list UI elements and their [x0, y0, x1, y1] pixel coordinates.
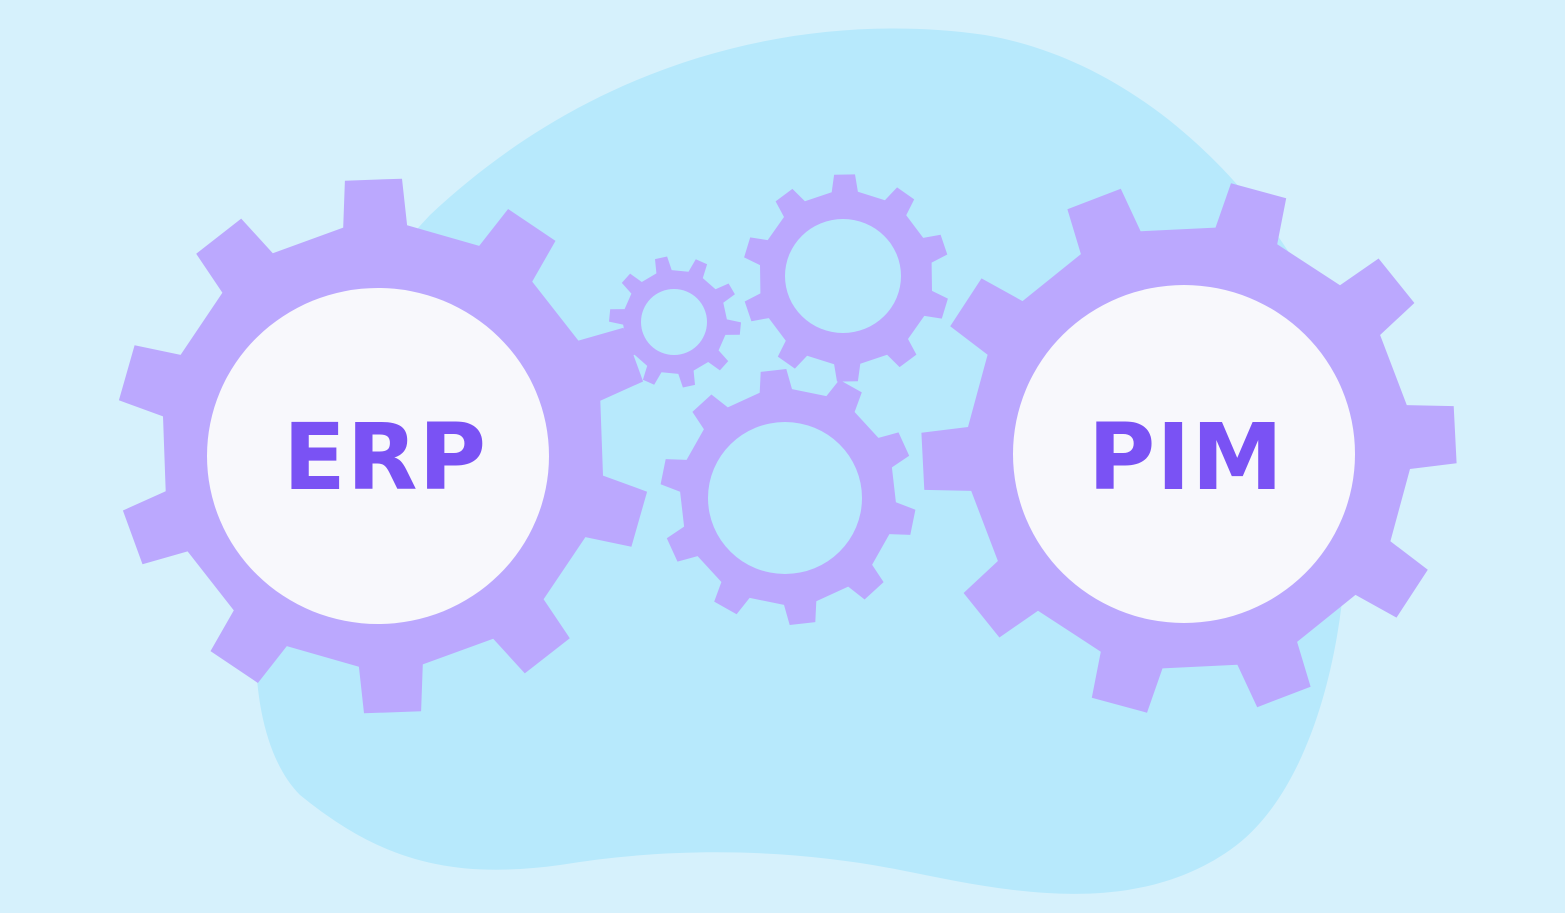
erp-label: ERP [283, 404, 487, 511]
pim-gear-hub [1013, 285, 1355, 623]
pim-label: PIM [1088, 404, 1284, 511]
small-gear-hole [641, 289, 707, 355]
medium-gear-hole [785, 219, 901, 333]
medium-gear-lower-hole [708, 422, 862, 574]
erp-gear-hub [207, 288, 549, 624]
